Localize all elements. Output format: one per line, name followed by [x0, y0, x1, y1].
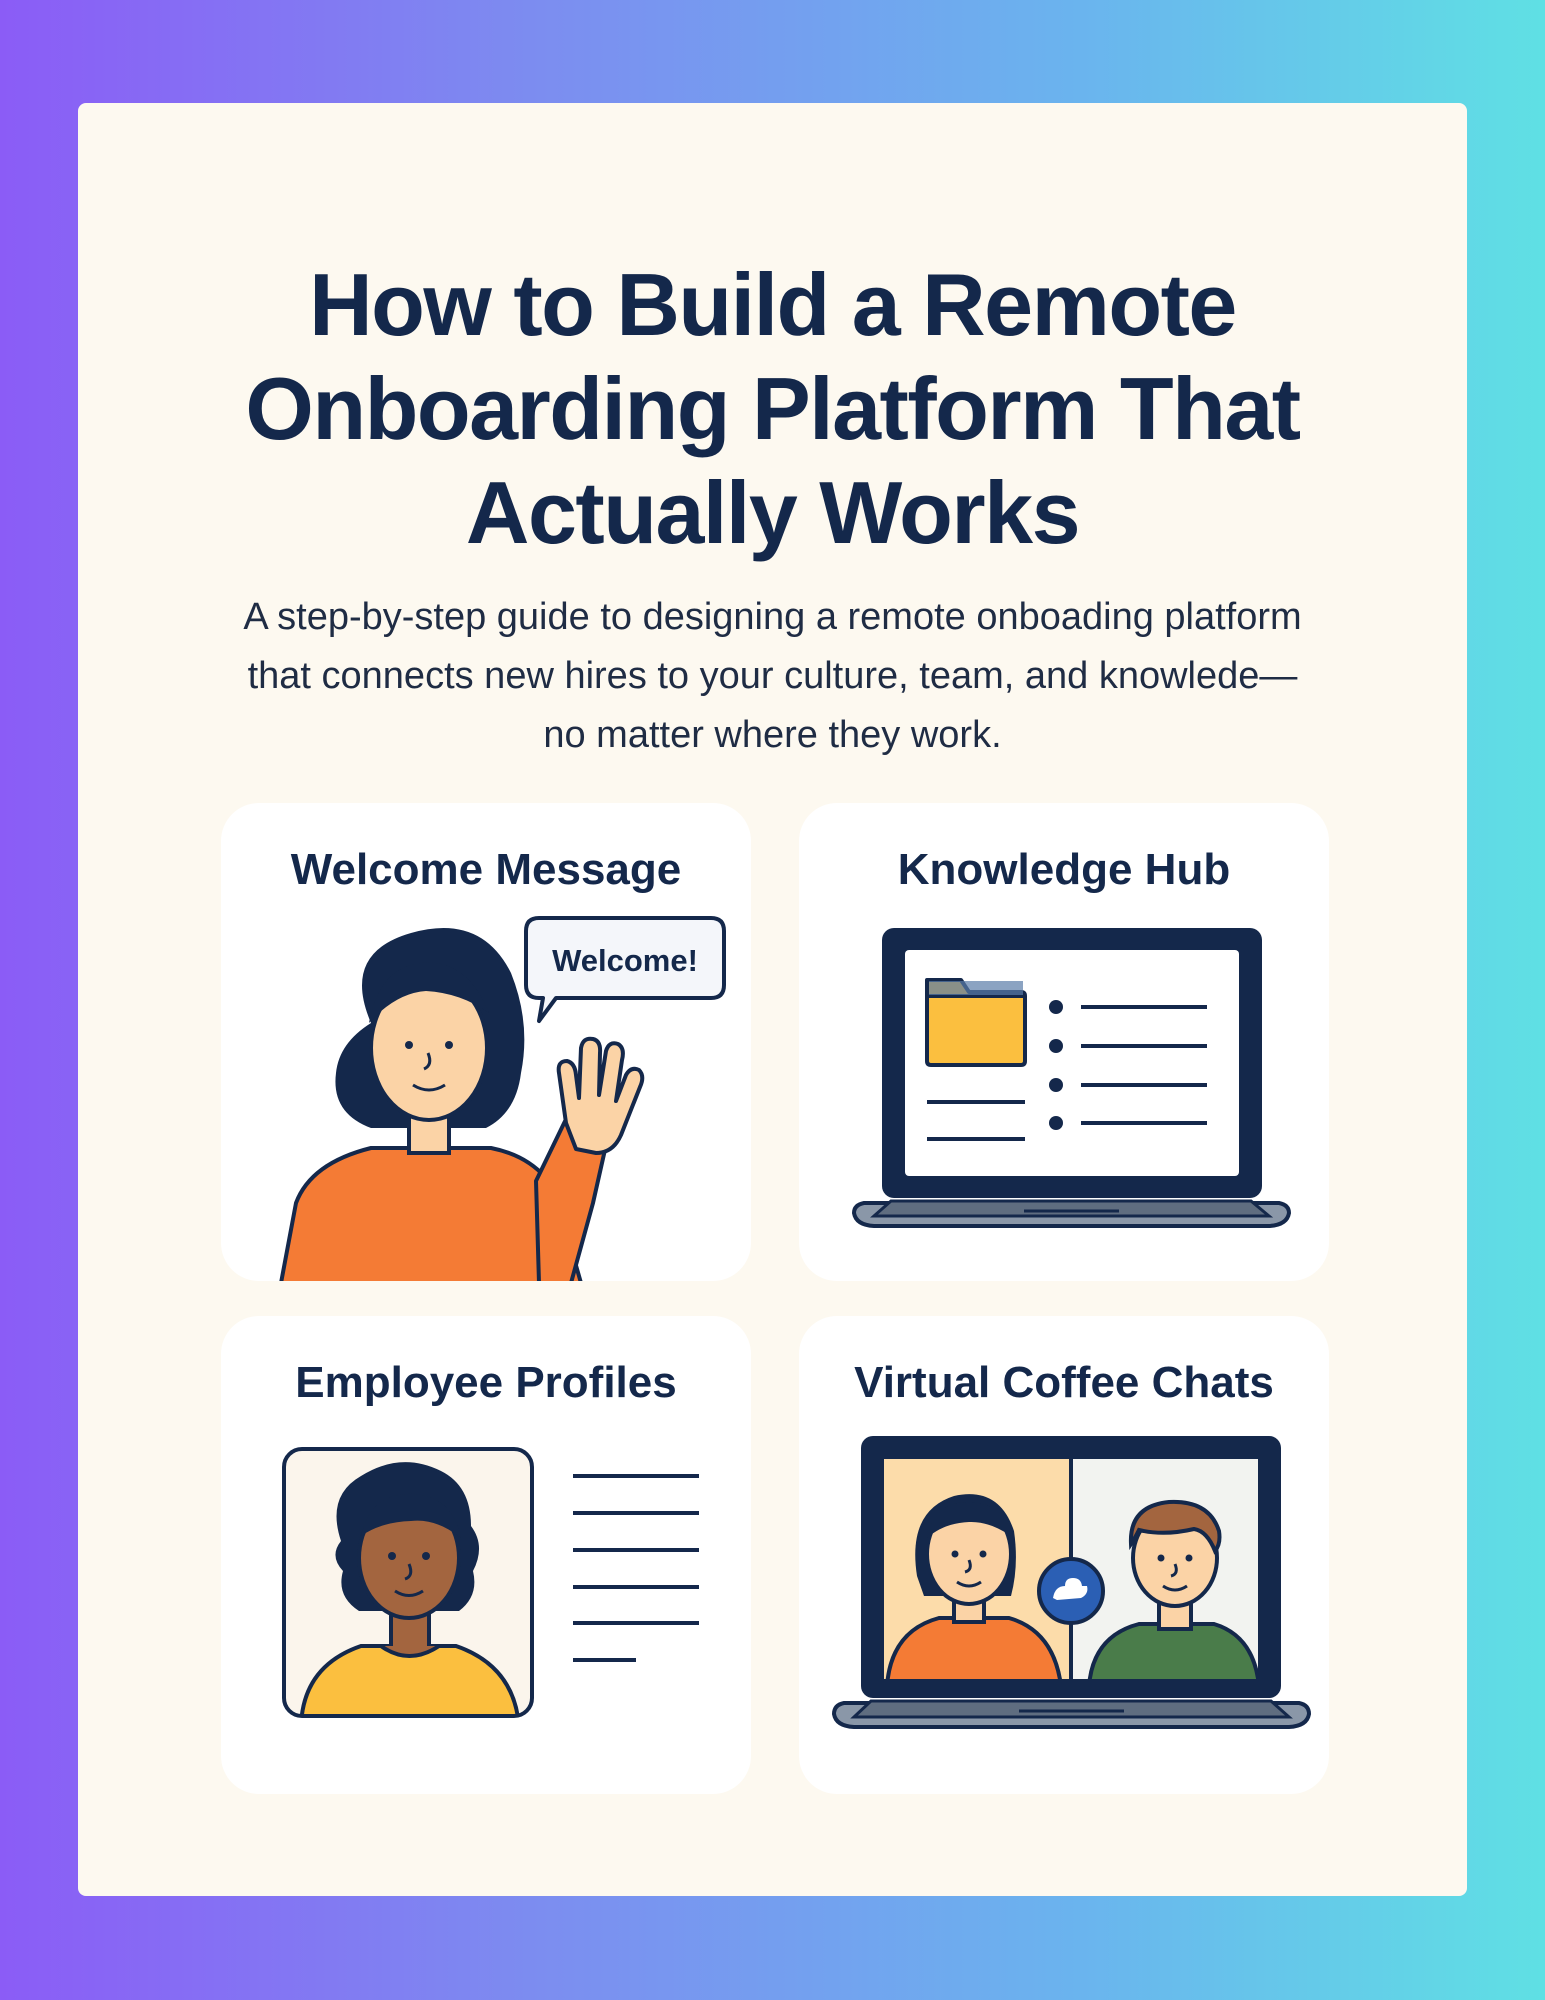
title-line-3: Actually Works: [465, 463, 1081, 562]
woman-waving-illustration: Welcome!: [279, 916, 726, 1281]
employee-profiles-card: Employee Profiles: [221, 1316, 751, 1794]
welcome-message-card: Welcome Message Welcome!: [221, 803, 751, 1281]
subtitle-line-2: that connects new hires to your culture,…: [247, 655, 1298, 697]
profile-card-icon: [282, 1447, 699, 1718]
laptop-knowledge-icon: [851, 928, 1292, 1228]
subtitle-line-3: no matter where they work.: [543, 714, 1002, 756]
knowledge-hub-card: Knowledge Hub: [799, 803, 1329, 1281]
page-title: How to Build a Remote Onboarding Platfor…: [78, 253, 1467, 565]
title-line-2: Onboarding Platform That: [245, 359, 1301, 458]
infographic-card: How to Build a Remote Onboarding Platfor…: [78, 103, 1467, 1896]
employee-profiles-title: Employee Profiles: [295, 1358, 677, 1407]
welcome-message-title: Welcome Message: [290, 845, 682, 894]
knowledge-hub-title: Knowledge Hub: [897, 845, 1231, 894]
virtual-coffee-chats-card: Virtual Coffee Chats: [799, 1316, 1329, 1794]
subtitle-line-1: A step-by-step guide to designing a remo…: [243, 596, 1302, 638]
laptop-video-call-icon: [831, 1436, 1312, 1729]
title-line-1: How to Build a Remote: [309, 255, 1237, 354]
virtual-coffee-chats-title: Virtual Coffee Chats: [854, 1358, 1274, 1407]
speech-bubble-text: Welcome!: [552, 943, 698, 978]
page-subtitle: A step-by-step guide to designing a remo…: [208, 588, 1337, 765]
